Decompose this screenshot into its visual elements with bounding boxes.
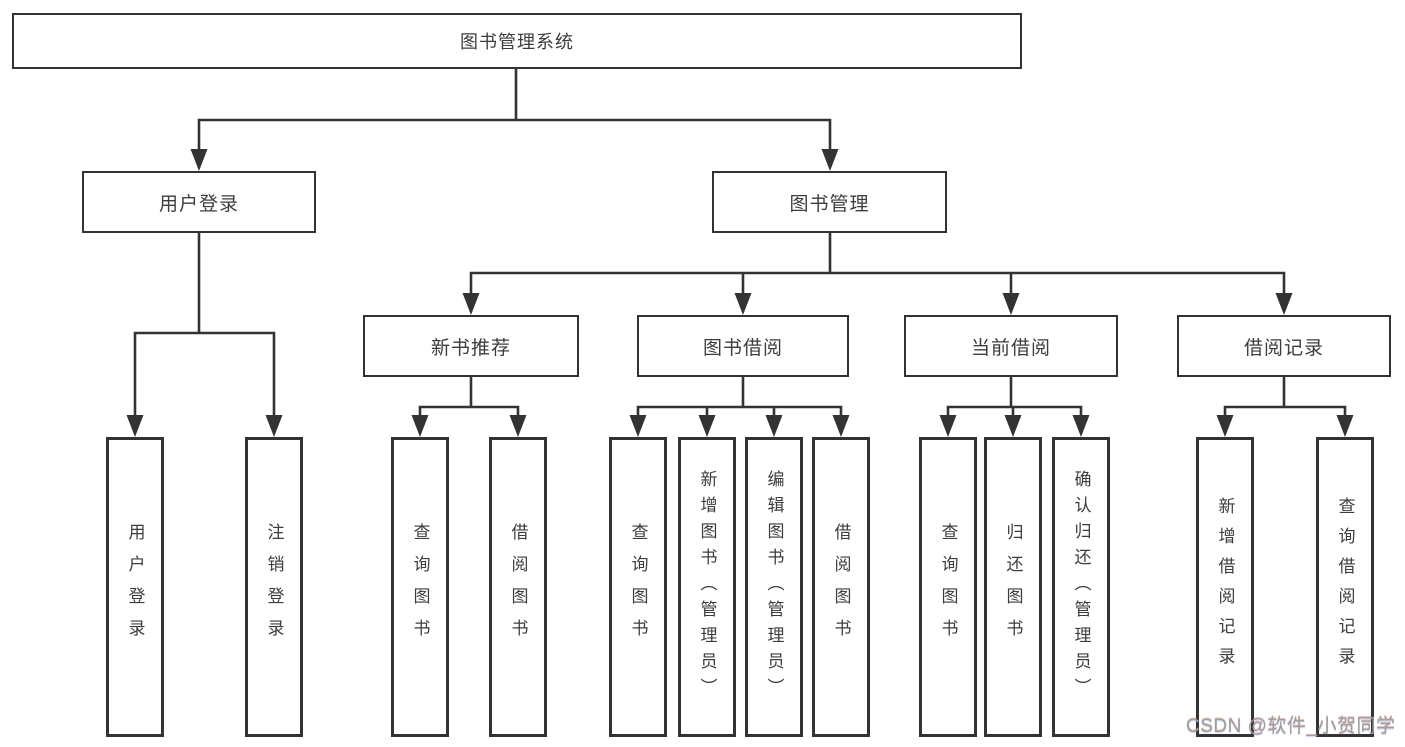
- leaf-add-borrow-record: 新增借阅记录: [1196, 437, 1254, 737]
- node-label: 图书管理: [789, 193, 870, 215]
- node-label: 当前借阅: [970, 337, 1051, 359]
- leaf-borrow-book: 借阅图书: [812, 437, 870, 737]
- leaf-add-book-admin: 新增图书（管理员）: [678, 437, 736, 737]
- node-root-system: 图书管理系统: [12, 13, 1022, 69]
- leaf-confirm-return-admin: 确认归还（管理员）: [1052, 437, 1110, 737]
- leaf-borrow-book-recommend: 借阅图书: [489, 437, 547, 737]
- node-user-login-branch: 用户登录: [82, 171, 316, 233]
- connector-lines: [133, 67, 1347, 419]
- node-new-book-recommend: 新书推荐: [363, 315, 579, 377]
- node-label: 新增借阅记录: [1215, 497, 1235, 677]
- leaf-query-book-current: 查询图书: [919, 437, 977, 737]
- node-label: 注销登录: [264, 523, 284, 651]
- leaf-query-book-borrowing: 查询图书: [609, 437, 667, 737]
- leaf-user-login: 用户登录: [106, 437, 164, 737]
- leaf-query-borrow-record: 查询借阅记录: [1316, 437, 1374, 737]
- leaf-logout: 注销登录: [245, 437, 303, 737]
- csdn-watermark: CSDN @软件_小贺同学: [1186, 716, 1396, 737]
- node-current-borrowing: 当前借阅: [904, 315, 1118, 377]
- node-label: 借阅记录: [1243, 337, 1324, 359]
- node-label: 归还图书: [1003, 523, 1023, 651]
- node-label: 查询图书: [410, 523, 430, 651]
- node-label: 用户登录: [125, 523, 145, 651]
- node-label: 用户登录: [158, 193, 239, 215]
- node-label: 查询图书: [938, 523, 958, 651]
- node-label: 图书借阅: [702, 337, 783, 359]
- node-label: 图书管理系统: [460, 32, 574, 52]
- node-label: 新书推荐: [430, 337, 511, 359]
- node-borrowing-records: 借阅记录: [1177, 315, 1391, 377]
- node-label: 查询借阅记录: [1335, 497, 1355, 677]
- node-label: 编辑图书（管理员）: [764, 470, 784, 704]
- node-label: 借阅图书: [508, 523, 528, 651]
- leaf-return-book: 归还图书: [984, 437, 1042, 737]
- node-label: 新增图书（管理员）: [697, 470, 717, 704]
- leaf-query-book-recommend: 查询图书: [391, 437, 449, 737]
- node-label: 查询图书: [628, 523, 648, 651]
- node-label: 确认归还（管理员）: [1071, 470, 1091, 704]
- arrowhead-icons: [126, 149, 1354, 437]
- node-book-management-branch: 图书管理: [712, 171, 947, 233]
- node-book-borrowing: 图书借阅: [637, 315, 849, 377]
- leaf-edit-book-admin: 编辑图书（管理员）: [745, 437, 803, 737]
- node-label: 借阅图书: [831, 523, 851, 651]
